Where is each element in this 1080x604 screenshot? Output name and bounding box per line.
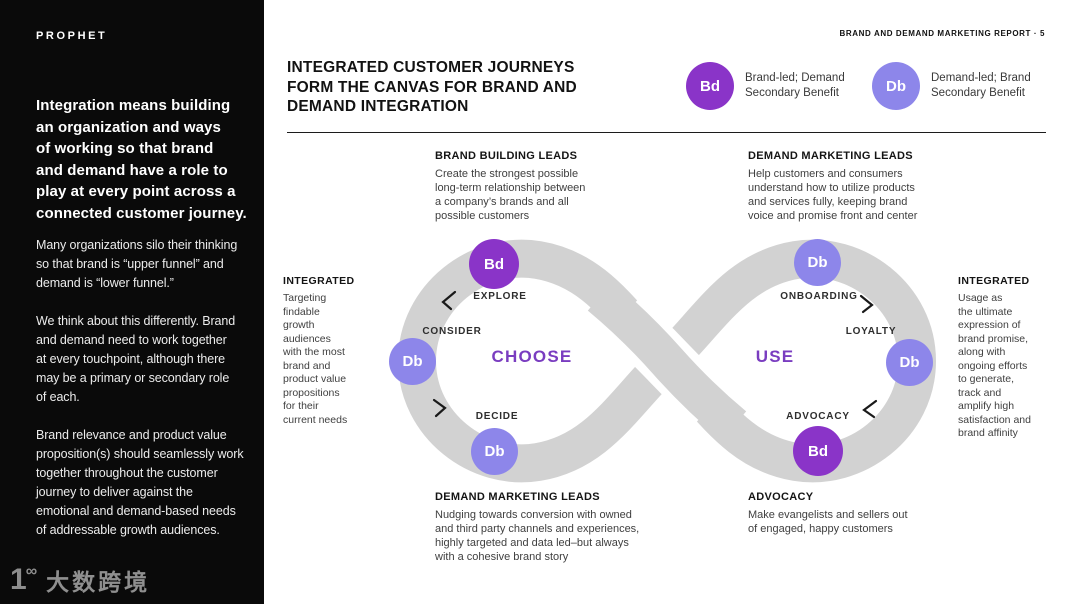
legend-label-brand-led: Brand-led; Demand Secondary Benefit bbox=[745, 72, 845, 99]
section-body: Nudging towards conversion with owned an… bbox=[435, 509, 640, 563]
prophet-logo: PROPHET bbox=[36, 30, 108, 42]
stage-label-decide: DECIDE bbox=[475, 411, 519, 422]
sidebar-lead-paragraph: Integration means building an organizati… bbox=[36, 97, 247, 222]
sidebar-paragraph-3: We think about this differently. Brand a… bbox=[36, 314, 236, 404]
legend-label-demand-led: Demand-led; Brand Secondary Benefit bbox=[931, 72, 1031, 99]
legend-item-brand-led: Bd Brand-led; Demand Secondary Benefit bbox=[686, 62, 845, 110]
stage-label-explore: EXPLORE bbox=[473, 291, 527, 302]
section-heading: ADVOCACY bbox=[748, 491, 814, 503]
legend-item-demand-led: Db Demand-led; Brand Secondary Benefit bbox=[872, 62, 1031, 110]
section-body: Help customers and consumers understand … bbox=[748, 168, 918, 222]
sidebar-copy: Integration means building an organizati… bbox=[36, 95, 270, 559]
note-body: Targeting findable growth audiences with… bbox=[283, 292, 348, 426]
integrated-note-right: INTEGRATED Usage as the ultimate express… bbox=[958, 275, 1058, 441]
stage-label-consider: CONSIDER bbox=[422, 326, 482, 337]
watermark: 1∞ 大数跨境 bbox=[10, 563, 150, 597]
loop-crossing-over bbox=[587, 281, 747, 441]
note-heading: INTEGRATED bbox=[958, 275, 1030, 287]
section-heading: BRAND BUILDING LEADS bbox=[435, 150, 578, 162]
flow-arrow-loyalty-advocacy bbox=[862, 399, 878, 419]
demand-led-badge: Db bbox=[872, 62, 920, 110]
header-divider bbox=[287, 132, 1046, 133]
section-advocacy: ADVOCACY Make evangelists and sellers ou… bbox=[748, 491, 998, 536]
stage-label-onboarding: ONBOARDING bbox=[780, 291, 858, 302]
watermark-text: 大数跨境 bbox=[46, 569, 151, 595]
section-body: Create the strongest possible long-term … bbox=[435, 168, 586, 222]
marker-advocacy-bd: Bd bbox=[793, 426, 843, 476]
marker-explore-bd: Bd bbox=[469, 239, 519, 289]
section-body: Make evangelists and sellers out of enga… bbox=[748, 509, 908, 535]
marker-decide-db: Db bbox=[471, 428, 518, 475]
note-heading: INTEGRATED bbox=[283, 275, 355, 287]
page-title: INTEGRATED CUSTOMER JOURNEYS FORM THE CA… bbox=[287, 59, 577, 115]
loop-crossing-gap bbox=[603, 297, 731, 425]
phase-label-choose: CHOOSE bbox=[491, 347, 573, 366]
stage-label-advocacy: ADVOCACY bbox=[786, 411, 850, 422]
note-body: Usage as the ultimate expression of bran… bbox=[958, 292, 1031, 439]
sidebar: PROPHET Integration means building an or… bbox=[0, 0, 264, 604]
section-heading: DEMAND MARKETING LEADS bbox=[748, 150, 913, 162]
flow-arrow-consider-decide bbox=[432, 398, 447, 418]
marker-loyalty-db: Db bbox=[886, 339, 933, 386]
watermark-logo-sup: ∞ bbox=[25, 563, 38, 580]
section-brand-building-leads: BRAND BUILDING LEADS Create the stronges… bbox=[435, 150, 685, 223]
section-heading: DEMAND MARKETING LEADS bbox=[435, 491, 600, 503]
sidebar-paragraph-2: Many organizations silo their thinking s… bbox=[36, 238, 238, 290]
brand-led-badge: Bd bbox=[686, 62, 734, 110]
sidebar-paragraph-4: Brand relevance and product value propos… bbox=[36, 428, 244, 537]
section-demand-marketing-leads-bottom: DEMAND MARKETING LEADS Nudging towards c… bbox=[435, 491, 695, 564]
marker-onboarding-db: Db bbox=[794, 239, 841, 286]
flow-arrow-onboarding-loyalty bbox=[859, 294, 874, 314]
flow-arrow-explore-consider bbox=[441, 290, 457, 311]
integrated-note-left: INTEGRATED Targeting findable growth aud… bbox=[283, 275, 383, 427]
stage-label-loyalty: LOYALTY bbox=[845, 326, 897, 337]
report-header-label: BRAND AND DEMAND MARKETING REPORT · 5 bbox=[839, 29, 1045, 38]
section-demand-marketing-leads-top: DEMAND MARKETING LEADS Help customers an… bbox=[748, 150, 998, 223]
phase-label-use: USE bbox=[755, 347, 795, 366]
watermark-logo-icon: 1 bbox=[10, 563, 27, 596]
marker-consider-db: Db bbox=[389, 338, 436, 385]
